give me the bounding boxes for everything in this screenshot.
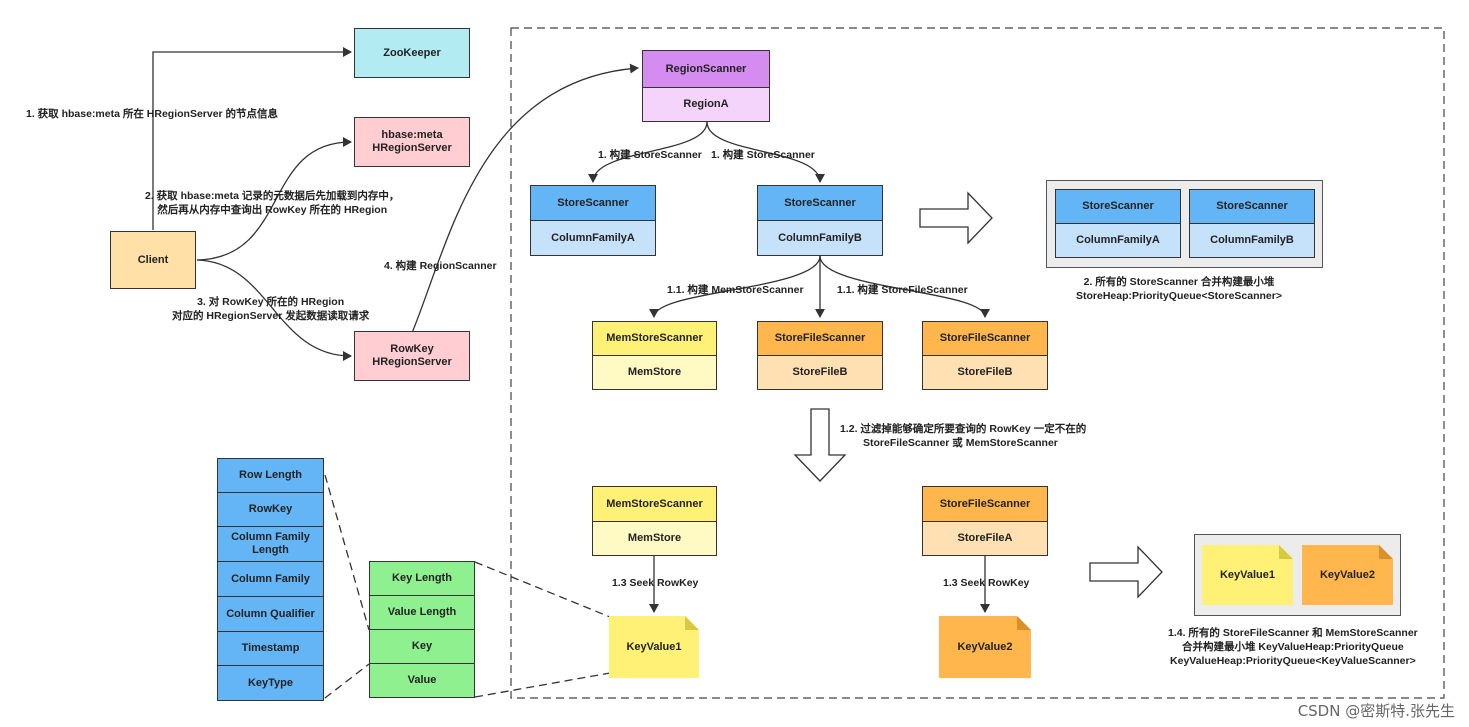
- rowkey-server-line2: HRegionServer: [372, 356, 452, 368]
- key-field[interactable]: KeyType: [217, 666, 324, 701]
- step2-line1: 2. 获取 hbase:meta 记录的元数据后先加载到内存中，: [145, 190, 400, 202]
- meta-server-line2: HRegionServer: [372, 142, 452, 154]
- keyvalue-field[interactable]: Value Length: [369, 596, 475, 630]
- store-scanner-b-body[interactable]: ColumnFamilyB: [757, 220, 883, 256]
- region-connectors: [588, 121, 990, 613]
- keyvalue-heap-caption-line3: KeyValueHeap:PriorityQueue<KeyValueScann…: [1170, 655, 1416, 668]
- memstore-scanner-2-header[interactable]: MemStoreScanner: [592, 486, 717, 521]
- step4-label: 4. 构建 RegionScanner: [384, 260, 497, 272]
- store-scanner-b-header[interactable]: StoreScanner: [757, 185, 883, 220]
- store-scanner-a-body[interactable]: ColumnFamilyA: [530, 220, 656, 256]
- filter-label-line1: 1.2. 过滤掉能够确定所要查询的 RowKey 一定不在的: [840, 423, 1087, 435]
- build-file-label: 1.1. 构建 StoreFileScanner: [837, 284, 968, 296]
- keyvalue-field[interactable]: Key: [369, 630, 475, 664]
- step3-label: 3. 对 RowKey 所在的 HRegion 对应的 HRegionServe…: [172, 295, 369, 323]
- filter-label: 1.2. 过滤掉能够确定所要查询的 RowKey 一定不在的 StoreFile…: [840, 422, 1086, 450]
- filter-label-line2: StoreFileScanner 或 MemStoreScanner: [863, 437, 1058, 450]
- zookeeper-node[interactable]: ZooKeeper: [354, 28, 470, 78]
- keyvalue-field[interactable]: Value: [369, 664, 475, 698]
- meta-server-line1: hbase:meta: [381, 129, 443, 142]
- step3-line2: 对应的 HRegionServer 发起数据读取请求: [172, 310, 370, 323]
- step3-line1: 3. 对 RowKey 所在的 HRegion: [197, 296, 345, 308]
- heap-store-b-body[interactable]: ColumnFamilyB: [1189, 223, 1315, 258]
- keyvalue-heap-caption-line2: 合并构建最小堆 KeyValueHeap:PriorityQueue: [1182, 641, 1404, 654]
- key-field[interactable]: RowKey: [217, 493, 324, 527]
- heap-keyvalue1-label: KeyValue1: [1219, 569, 1276, 581]
- store-heap-caption-line1: 2. 所有的 StoreScanner 合并构建最小堆: [1083, 276, 1275, 288]
- keyvalue2-note[interactable]: KeyValue2: [939, 616, 1031, 678]
- storefile-scanner-3-body[interactable]: StoreFileA: [922, 521, 1048, 556]
- region-scanner-header[interactable]: RegionScanner: [642, 50, 770, 87]
- keyvalue1-note[interactable]: KeyValue1: [609, 616, 699, 678]
- client-node[interactable]: Client: [110, 231, 196, 289]
- key-field[interactable]: Column Qualifier: [217, 597, 324, 632]
- heap-keyvalue2-label: KeyValue2: [1319, 569, 1376, 581]
- storefile-scanner-2-body[interactable]: StoreFileB: [922, 355, 1048, 390]
- key-field[interactable]: Column Family: [217, 562, 324, 597]
- heap-store-b-header[interactable]: StoreScanner: [1189, 189, 1315, 223]
- rowkey-server-node[interactable]: RowKey HRegionServer: [354, 331, 470, 381]
- merge-store-arrow: [919, 191, 993, 245]
- seek-label-left: 1.3 Seek RowKey: [612, 577, 699, 589]
- keyvalue2-label: KeyValue2: [957, 641, 1013, 653]
- meta-server-node[interactable]: hbase:meta HRegionServer: [354, 117, 470, 167]
- key-structure-list: Row Length RowKey Column Family Length C…: [217, 458, 324, 701]
- step2-line2: 然后再从内存中查询出 RowKey 所在的 HRegion: [157, 204, 388, 217]
- key-field[interactable]: Column Family Length: [217, 527, 324, 562]
- step2-label: 2. 获取 hbase:meta 记录的元数据后先加载到内存中， 然后再从内存中…: [145, 189, 399, 217]
- seek-label-right: 1.3 Seek RowKey: [943, 577, 1030, 589]
- keyvalue-heap-caption-line1: 1.4. 所有的 StoreFileScanner 和 MemStoreScan…: [1168, 627, 1418, 639]
- storefile-scanner-1-body[interactable]: StoreFileB: [757, 355, 883, 390]
- storefile-scanner-2-header[interactable]: StoreFileScanner: [922, 321, 1048, 355]
- memstore-scanner-1-body[interactable]: MemStore: [592, 355, 717, 390]
- heap-store-a-header[interactable]: StoreScanner: [1055, 189, 1181, 223]
- store-scanner-a-header[interactable]: StoreScanner: [530, 185, 656, 220]
- store-heap-caption-line2: StoreHeap:PriorityQueue<StoreScanner>: [1076, 290, 1282, 303]
- build-store-label-left: 1. 构建 StoreScanner: [598, 149, 702, 161]
- build-mem-label: 1.1. 构建 MemStoreScanner: [667, 284, 804, 296]
- region-boundary: [510, 27, 1445, 699]
- watermark: CSDN @密斯特.张先生: [1297, 702, 1455, 720]
- keyvalue-structure-list: Key Length Value Length Key Value: [369, 561, 475, 698]
- structure-dashed-lines: [324, 474, 611, 699]
- rowkey-server-line1: RowKey: [390, 343, 434, 356]
- keyvalue-field[interactable]: Key Length: [369, 561, 475, 596]
- storefile-scanner-1-header[interactable]: StoreFileScanner: [757, 321, 883, 355]
- build-store-label-right: 1. 构建 StoreScanner: [711, 149, 815, 161]
- step1-label: 1. 获取 hbase:meta 所在 HRegionServer 的节点信息: [26, 108, 279, 120]
- store-heap-caption: 2. 所有的 StoreScanner 合并构建最小堆 StoreHeap:Pr…: [1076, 275, 1282, 303]
- merge-keyvalue-arrow: [1089, 545, 1163, 599]
- heap-store-a-body[interactable]: ColumnFamilyA: [1055, 223, 1181, 258]
- client-connectors: [152, 47, 639, 361]
- key-field[interactable]: Timestamp: [217, 632, 324, 666]
- key-field[interactable]: Row Length: [217, 458, 324, 493]
- region-scanner-body[interactable]: RegionA: [642, 87, 770, 122]
- filter-arrow: [793, 408, 847, 482]
- keyvalue1-label: KeyValue1: [626, 641, 682, 653]
- memstore-scanner-1-header[interactable]: MemStoreScanner: [592, 321, 717, 355]
- heap-keyvalue1-note[interactable]: KeyValue1: [1202, 545, 1293, 605]
- keyvalue-heap-caption: 1.4. 所有的 StoreFileScanner 和 MemStoreScan…: [1168, 626, 1418, 669]
- storefile-scanner-3-header[interactable]: StoreFileScanner: [922, 486, 1048, 521]
- heap-keyvalue2-note[interactable]: KeyValue2: [1302, 545, 1393, 605]
- memstore-scanner-2-body[interactable]: MemStore: [592, 521, 717, 556]
